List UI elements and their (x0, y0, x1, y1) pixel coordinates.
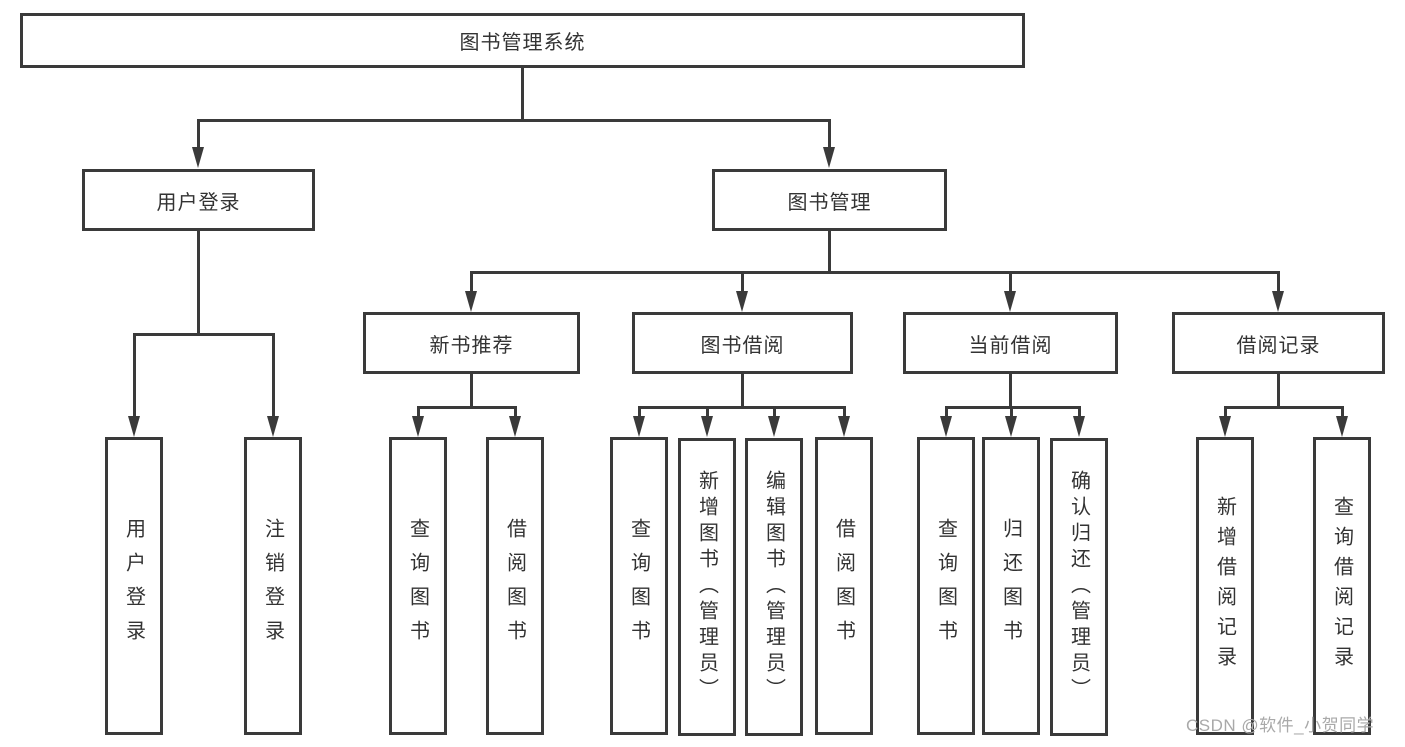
connector-drop (196, 119, 200, 147)
leaf-logout-label: 注销登录 (261, 518, 284, 654)
leaf-borrow-books-2: 借阅图书 (815, 437, 873, 735)
node-library-system: 图书管理系统 (20, 13, 1025, 68)
leaf-return-books-label: 归还图书 (999, 518, 1022, 654)
connector-drop (513, 406, 517, 416)
leaf-query-borrow-record-label: 查询借阅记录 (1330, 496, 1353, 676)
leaf-query-books-1: 查询图书 (389, 437, 447, 735)
arrowhead-icon (464, 291, 477, 312)
leaf-query-books-2: 查询图书 (610, 437, 668, 735)
arrowhead-icon (1004, 416, 1017, 437)
leaf-query-books-3: 查询图书 (917, 437, 975, 735)
arrowhead-icon (508, 416, 521, 437)
connector-root-rail (197, 119, 831, 122)
connector-drop (772, 406, 776, 416)
arrowhead-icon (1003, 291, 1016, 312)
connector-current-borrow-stem (1008, 374, 1012, 409)
connector-drop (705, 406, 709, 416)
leaf-edit-book-admin: 编辑图书（管理员） (745, 438, 803, 736)
connector-drop (827, 119, 831, 147)
node-new-book-recommend: 新书推荐 (363, 312, 580, 374)
arrowhead-icon (735, 291, 748, 312)
leaf-borrow-books-1-label: 借阅图书 (503, 518, 526, 654)
arrowhead-icon (127, 416, 140, 437)
leaf-confirm-return-admin-label: 确认归还（管理员） (1067, 470, 1090, 704)
connector-drop (842, 406, 846, 416)
arrowhead-icon (822, 147, 835, 168)
connector-current-borrow-rail (944, 406, 1081, 409)
leaf-confirm-return-admin: 确认归还（管理员） (1050, 438, 1108, 736)
connector-root-stem (520, 68, 524, 119)
connector-user-login-stem (196, 231, 200, 336)
connector-drop (1009, 406, 1013, 416)
connector-new-book-stem (469, 374, 473, 409)
arrowhead-icon (632, 416, 645, 437)
node-new-book-recommend-label: 新书推荐 (429, 334, 514, 357)
leaf-add-borrow-record-label: 新增借阅记录 (1213, 496, 1236, 676)
leaf-query-borrow-record: 查询借阅记录 (1313, 437, 1371, 735)
arrowhead-icon (767, 416, 780, 437)
leaf-user-login-label: 用户登录 (122, 518, 145, 654)
connector-drop (1077, 406, 1081, 416)
connector-new-book-rail (416, 406, 517, 409)
node-user-login: 用户登录 (82, 169, 315, 231)
connector-book-mgmt-rail (469, 271, 1280, 274)
node-book-borrow-label: 图书借阅 (700, 334, 785, 357)
connector-drop (944, 406, 948, 416)
connector-drop (1276, 271, 1280, 291)
connector-book-borrow-stem (740, 374, 744, 409)
leaf-edit-book-admin-label: 编辑图书（管理员） (762, 470, 785, 704)
arrowhead-icon (191, 147, 204, 168)
connector-book-mgmt-stem (827, 231, 831, 274)
node-user-login-label: 用户登录 (156, 191, 241, 214)
leaf-query-books-3-label: 查询图书 (934, 518, 957, 654)
arrowhead-icon (1218, 416, 1231, 437)
connector-drop (469, 271, 473, 291)
connector-book-borrow-rail (637, 406, 846, 409)
leaf-borrow-books-2-label: 借阅图书 (832, 518, 855, 654)
leaf-logout: 注销登录 (244, 437, 302, 735)
connector-drop (740, 271, 744, 291)
connector-drop (1340, 406, 1344, 416)
leaf-user-login: 用户登录 (105, 437, 163, 735)
connector-borrow-records-stem (1276, 374, 1280, 409)
node-book-management-label: 图书管理 (787, 191, 872, 214)
leaf-return-books: 归还图书 (982, 437, 1040, 735)
arrowhead-icon (411, 416, 424, 437)
leaf-add-book-admin: 新增图书（管理员） (678, 438, 736, 736)
arrowhead-icon (939, 416, 952, 437)
connector-drop (132, 333, 136, 416)
connector-drop (637, 406, 641, 416)
connector-drop (271, 333, 275, 416)
leaf-add-book-admin-label: 新增图书（管理员） (695, 470, 718, 704)
node-book-borrow: 图书借阅 (632, 312, 853, 374)
connector-drop (1008, 271, 1012, 291)
leaf-query-books-2-label: 查询图书 (627, 518, 650, 654)
node-borrow-records: 借阅记录 (1172, 312, 1385, 374)
watermark: CSDN @软件_小贺同学 (1186, 716, 1375, 735)
leaf-add-borrow-record: 新增借阅记录 (1196, 437, 1254, 735)
node-book-management: 图书管理 (712, 169, 947, 231)
leaf-query-books-1-label: 查询图书 (406, 518, 429, 654)
node-current-borrow: 当前借阅 (903, 312, 1118, 374)
connector-user-login-rail (132, 333, 275, 336)
connector-drop (416, 406, 420, 416)
arrowhead-icon (1335, 416, 1348, 437)
arrowhead-icon (837, 416, 850, 437)
leaf-borrow-books-1: 借阅图书 (486, 437, 544, 735)
node-borrow-records-label: 借阅记录 (1236, 334, 1321, 357)
node-current-borrow-label: 当前借阅 (968, 334, 1053, 357)
arrowhead-icon (266, 416, 279, 437)
arrowhead-icon (700, 416, 713, 437)
arrowhead-icon (1072, 416, 1085, 437)
node-library-system-label: 图书管理系统 (459, 32, 586, 54)
connector-borrow-records-rail (1223, 406, 1344, 409)
arrowhead-icon (1271, 291, 1284, 312)
connector-drop (1223, 406, 1227, 416)
